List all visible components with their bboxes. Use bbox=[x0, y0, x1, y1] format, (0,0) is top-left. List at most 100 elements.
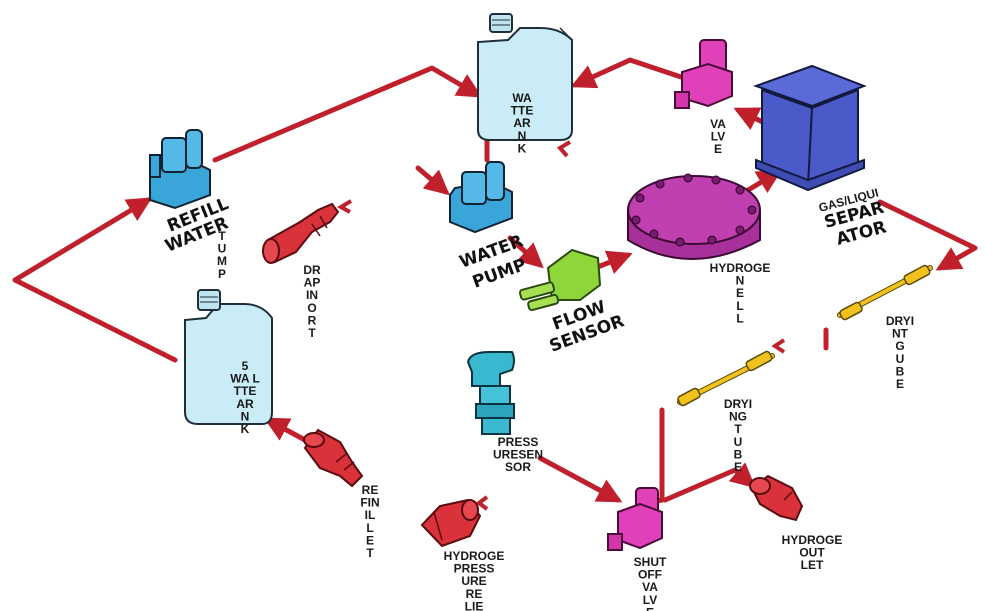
label-line: N bbox=[736, 274, 745, 288]
label-line: RE bbox=[362, 483, 379, 497]
label-line: TTE bbox=[511, 104, 534, 118]
pipe-pressuresensor-to-shutoff bbox=[537, 455, 623, 503]
label-line: B bbox=[734, 447, 743, 461]
label-line: WA bbox=[512, 91, 532, 105]
label-line: NG bbox=[729, 410, 747, 424]
shut-off-valve: SHUTOFFVALVE bbox=[607, 487, 667, 611]
label-line: PRESS bbox=[498, 435, 539, 449]
label-line: VA bbox=[710, 117, 726, 131]
label-line: G bbox=[895, 339, 904, 353]
pipe-into-waterpump bbox=[415, 165, 450, 196]
pipe-valve-to-tank bbox=[570, 57, 693, 89]
pipe-separator-to-dryingtube bbox=[877, 199, 978, 271]
label-line: HYDROGE bbox=[782, 533, 843, 547]
label-line: RE bbox=[466, 587, 483, 601]
pipe-pump-to-flowsensor bbox=[507, 235, 544, 269]
label-line: P bbox=[218, 267, 226, 281]
label-line: HYDROGE bbox=[710, 261, 771, 275]
label-line: L bbox=[736, 299, 743, 313]
label-line: K bbox=[241, 422, 250, 436]
label-line: DRYI bbox=[724, 397, 752, 411]
label-line: E bbox=[646, 605, 654, 611]
label-line: LIE bbox=[465, 599, 484, 611]
label-line: O bbox=[307, 301, 316, 315]
label-line: LET bbox=[801, 558, 824, 572]
label-line: 5 bbox=[242, 359, 249, 373]
label-line: T bbox=[734, 422, 742, 436]
label-line: B bbox=[896, 364, 905, 378]
label-line: L bbox=[736, 311, 743, 325]
label-line: LV bbox=[711, 130, 725, 144]
label-line: IN bbox=[306, 288, 318, 302]
label-line: AR bbox=[236, 397, 254, 411]
label-line: T bbox=[366, 546, 374, 560]
label-line: E bbox=[366, 533, 374, 547]
label-line: WA L bbox=[230, 372, 260, 386]
water-pump: WATER PUMP bbox=[449, 161, 529, 293]
label-line: T bbox=[218, 229, 226, 243]
label-line: AP bbox=[304, 276, 321, 290]
hydrogen-pressure-relief-label: HYDROGEPRESSURERELIEF bbox=[444, 549, 505, 611]
label-line: N bbox=[241, 409, 250, 423]
pipe-refillinlet-to-tank bbox=[263, 417, 308, 443]
label-line: VA bbox=[642, 580, 658, 594]
pipe-refillpump-to-tank bbox=[212, 65, 483, 163]
label-line: OFF bbox=[638, 568, 662, 582]
label-line: SOR bbox=[505, 460, 531, 474]
chevron-icon bbox=[337, 199, 353, 214]
label-line: E bbox=[734, 460, 742, 474]
pipes bbox=[12, 57, 978, 508]
label-line: L bbox=[366, 521, 373, 535]
label-line: PRESS bbox=[454, 562, 495, 576]
flow-chevrons bbox=[337, 140, 786, 511]
label-line: SHUT bbox=[634, 555, 667, 569]
label-line: FIN bbox=[360, 496, 379, 510]
label-line: N bbox=[518, 129, 527, 143]
flow-sensor: FLOW SENSOR bbox=[518, 248, 627, 357]
label-line: URE bbox=[461, 574, 486, 588]
label-line: K bbox=[518, 141, 527, 155]
shut-off-valve-label: SHUTOFFVALVE bbox=[634, 555, 667, 611]
label-line: URESEN bbox=[493, 448, 543, 462]
label-line: E bbox=[714, 142, 722, 156]
label-line: IL bbox=[365, 508, 376, 522]
label-line: U bbox=[218, 242, 227, 256]
pipe-shutoff-to-outlet bbox=[662, 462, 756, 503]
chevron-icon bbox=[556, 140, 572, 158]
label-line: DR bbox=[303, 263, 321, 277]
label-line: OUT bbox=[799, 546, 825, 560]
label-line: NT bbox=[892, 327, 909, 341]
label-line: U bbox=[734, 435, 743, 449]
hydrogen-pressure-relief: HYDROGEPRESSURERELIEF bbox=[420, 498, 505, 611]
label-line: HYDROGE bbox=[444, 549, 505, 563]
label-line: M bbox=[217, 254, 227, 268]
chevron-icon bbox=[475, 495, 489, 511]
label-line: TTE bbox=[234, 384, 257, 398]
pipe-tank5l-to-refillpump bbox=[12, 197, 178, 363]
label-line: DRYI bbox=[886, 314, 914, 328]
label-line: T bbox=[308, 326, 316, 340]
label-line: U bbox=[896, 352, 905, 366]
label-line: LV bbox=[643, 593, 657, 607]
